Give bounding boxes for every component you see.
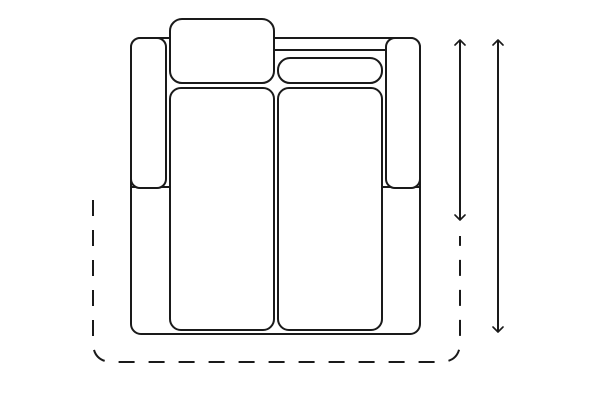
dashed-footprint-outline xyxy=(92,200,461,363)
right-armrest xyxy=(385,37,421,189)
back-cushion xyxy=(277,57,383,84)
right-seat-cushion xyxy=(277,87,383,331)
headrest xyxy=(169,18,275,84)
left-seat-cushion xyxy=(169,87,275,331)
left-armrest xyxy=(130,37,167,189)
